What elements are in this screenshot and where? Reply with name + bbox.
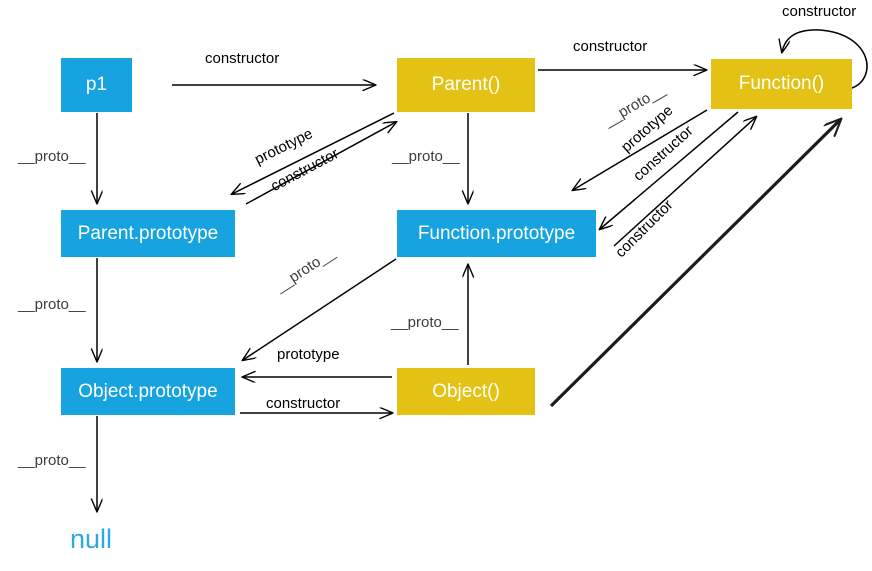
node-function-prototype[interactable]: Function.prototype — [397, 210, 596, 257]
node-parent-constructor-label: Parent() — [431, 74, 501, 95]
label-objectprototype-null-proto: __proto__ — [18, 452, 86, 469]
node-function-constructor[interactable]: Function() — [711, 59, 852, 109]
edge-parent-to-parentprototype-prototype — [232, 112, 395, 194]
node-parent-prototype-label: Parent.prototype — [77, 222, 219, 244]
label-objectprototype-constructor: constructor — [266, 395, 341, 412]
node-object-prototype[interactable]: Object.prototype — [61, 368, 235, 415]
label-parent-function-constructor: constructor — [573, 38, 648, 55]
node-object-constructor-label: Object() — [432, 380, 500, 402]
label-p1-proto: __proto__ — [18, 148, 86, 165]
node-null-label: null — [70, 524, 113, 554]
label-object-functionprototype-proto: __proto__ — [391, 314, 459, 331]
node-parent-prototype[interactable]: Parent.prototype — [61, 210, 235, 257]
edge-function-to-functionprototype-proto — [573, 109, 708, 190]
node-function-constructor-label: Function() — [738, 73, 825, 94]
node-p1-label: p1 — [85, 74, 108, 95]
label-function-self-constructor: constructor — [782, 3, 857, 20]
edge-function-to-functionprototype-prototype — [600, 111, 739, 229]
edge-function-self-constructor — [782, 29, 868, 89]
node-function-prototype-label: Function.prototype — [417, 222, 576, 244]
node-parent-constructor[interactable]: Parent() — [397, 58, 535, 112]
edge-functionprototype-to-function-constructor — [613, 117, 756, 247]
label-parentprototype-objectprototype-proto: __proto__ — [18, 296, 86, 313]
label-parent-functionprototype-proto: __proto__ — [392, 148, 460, 165]
node-p1[interactable]: p1 — [61, 58, 132, 112]
node-null: null — [70, 524, 112, 555]
edge-functionprototype-to-objectprototype-proto — [243, 258, 397, 360]
edge-object-to-function-constructor — [549, 120, 840, 408]
node-object-prototype-label: Object.prototype — [78, 380, 218, 402]
label-object-prototype: prototype — [277, 346, 340, 363]
edge-parentprototype-to-parent-constructor — [245, 122, 396, 205]
label-p1-constructor: constructor — [205, 50, 280, 67]
node-object-constructor[interactable]: Object() — [397, 368, 535, 415]
